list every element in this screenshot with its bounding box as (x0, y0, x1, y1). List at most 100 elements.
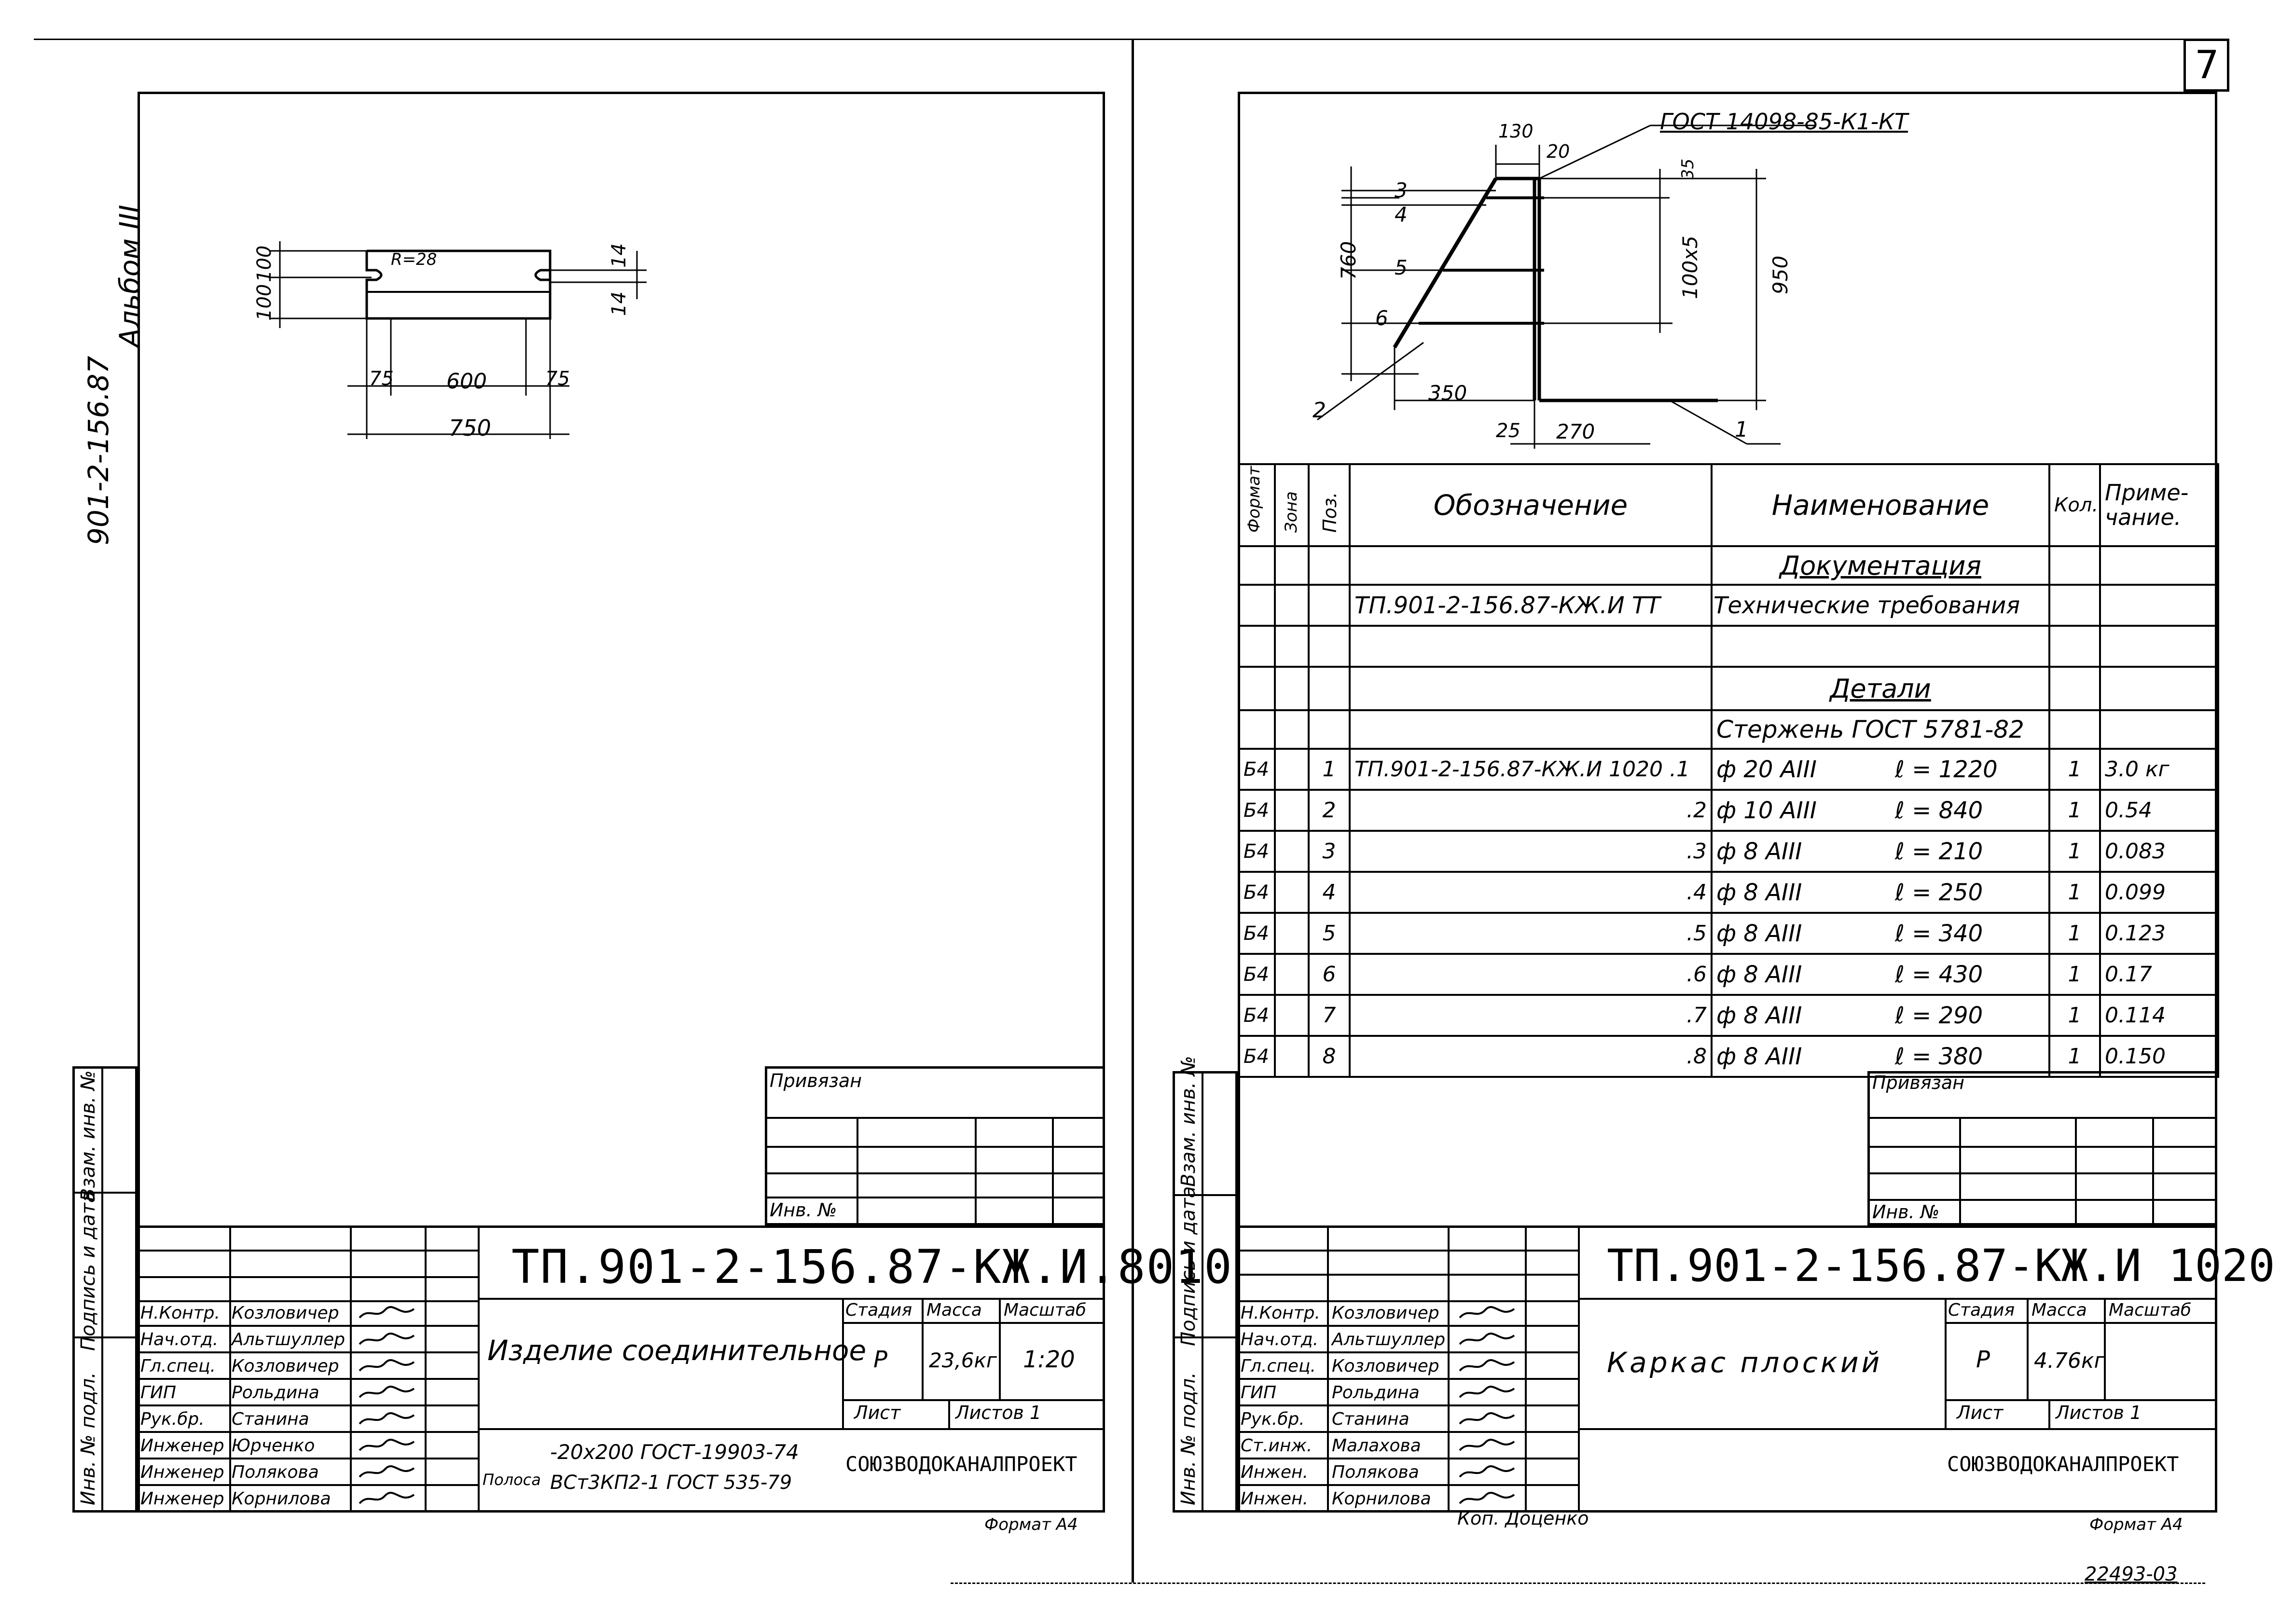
left-stage-label: Стадия (845, 1300, 912, 1320)
staff-role: Инженер (140, 1436, 224, 1456)
spec-cell-length: ℓ = 340 (1895, 920, 1983, 947)
spec-cell-note: 0.114 (2099, 994, 2219, 1037)
signature-icon (1457, 1411, 1520, 1428)
staff-row: Ст.инж.Малахова (1238, 1433, 1578, 1459)
page-number: 7 (2195, 42, 2219, 87)
staff-name: Станина (232, 1409, 309, 1429)
right-mass-label: Масса (2031, 1300, 2087, 1320)
album-label: Альбом III (113, 205, 146, 347)
staff-role: Ст.инж. (1241, 1436, 1313, 1456)
left-part-title: Изделие соединительное (487, 1334, 867, 1367)
spec-cell-zone (1274, 994, 1310, 1037)
left-format: Формат А4 (984, 1515, 1078, 1534)
signature-icon (357, 1332, 420, 1348)
pos-label-4: 4 (1395, 203, 1408, 226)
signature-icon (1457, 1438, 1520, 1454)
staff-name: Козловичер (1332, 1303, 1439, 1323)
signature-icon (357, 1464, 420, 1481)
spec-header-zone: Зона (1274, 463, 1310, 547)
spec-cell-designation: .4 (1349, 871, 1713, 914)
spec-cell-note: 0.150 (2099, 1035, 2219, 1078)
staff-row: Инженер Юрченко (138, 1433, 478, 1459)
spec-cell-zone (1274, 789, 1310, 832)
spec-cell-format: Б4 (1238, 748, 1276, 791)
spec-cell-diameter: ф 20 АIII (1716, 756, 1817, 783)
spec-cell-designation: .3 (1349, 830, 1713, 873)
pos-label-6: 6 (1375, 306, 1388, 330)
spec-cell-designation: .7 (1349, 994, 1713, 1037)
right-privyazan-block (1867, 1071, 2217, 1225)
specification-table: Формат Зона Поз. Обозначение Наименовани… (1238, 463, 2219, 1078)
signature-icon (1457, 1491, 1520, 1507)
right-stage-label: Стадия (1948, 1300, 2015, 1320)
spec-cell-designation: .8 (1349, 1035, 1713, 1078)
spec-cell-pos: 4 (1308, 871, 1351, 914)
right-title-block (1238, 1225, 2217, 1513)
spec-cell-diameter: ф 8 АIII (1716, 879, 1802, 906)
spec-cell-qty: 1 (2048, 994, 2101, 1037)
left-mass-label: Масса (926, 1300, 982, 1320)
staff-name: Полякова (232, 1462, 319, 1482)
spec-cell-format: Б4 (1238, 953, 1276, 996)
signature-icon (357, 1358, 420, 1375)
right-format: Формат А4 (2089, 1515, 2183, 1534)
spec-row-blank (1238, 625, 2219, 668)
left-sheets-label: Листов 1 (955, 1402, 1042, 1423)
spec-cell-pos: 1 (1308, 748, 1351, 791)
archive-number: 22493-03 (2085, 1563, 2178, 1585)
signature-icon (1457, 1385, 1520, 1401)
sheet-divider (1132, 39, 1134, 1583)
staff-role: Инженер (140, 1489, 224, 1509)
staff-name: Альтшуллер (1332, 1330, 1446, 1349)
spec-cell-zone (1274, 1035, 1310, 1078)
staff-name: Юрченко (232, 1436, 315, 1456)
dim-270: 270 (1556, 420, 1595, 443)
spec-header-format: Формат (1238, 463, 1276, 547)
signature-icon (357, 1411, 420, 1428)
spec-cell-designation: .6 (1349, 953, 1713, 996)
staff-row: Инженер Полякова (138, 1459, 478, 1486)
spec-cell-note: 0.54 (2099, 789, 2219, 832)
staff-role: Инженер (140, 1462, 224, 1482)
album-code: 901-2-156.87 (82, 356, 115, 545)
left-side-strip (72, 1066, 138, 1513)
pos-label-1: 1 (1735, 417, 1748, 442)
spec-cell-length: ℓ = 290 (1895, 1002, 1983, 1029)
spec-cell-diameter: ф 8 АIII (1716, 961, 1802, 988)
spec-section-docs: Документация (1711, 545, 2050, 586)
left-part-drawing (270, 241, 647, 439)
left-side-label-vzam: Взам. инв. № (77, 1070, 99, 1201)
staff-row: Рук.бр. Станина (1238, 1406, 1578, 1433)
signature-icon (357, 1438, 420, 1454)
right-organization: СОЮЗВОДОКАНАЛПРОЕКТ (1947, 1452, 2179, 1476)
staff-role: Рук.бр. (1241, 1409, 1305, 1429)
right-designation: ТП.901-2-156.87-КЖ.И 1020 (1607, 1240, 2275, 1292)
spec-cell-length: ℓ = 840 (1895, 797, 1983, 824)
staff-row: Рук.бр.Станина (138, 1406, 478, 1433)
staff-name: Станина (1332, 1409, 1409, 1429)
left-privyazan-label: Привязан (770, 1070, 862, 1091)
spec-cell-length: ℓ = 380 (1895, 1043, 1983, 1070)
dim-75-left: 75 (369, 368, 394, 390)
staff-row: Гл.спец.Козловичер (138, 1353, 478, 1380)
staff-role: Н.Контр. (140, 1303, 220, 1323)
spec-cell-format: Б4 (1238, 1035, 1276, 1078)
left-material-label: Полоса (483, 1471, 541, 1489)
spec-cell-format: Б4 (1238, 994, 1276, 1037)
spec-row-details-section: Детали (1238, 666, 2219, 711)
page-number-box (2183, 39, 2229, 92)
dim-130: 130 (1498, 121, 1534, 142)
staff-row: Н.Контр.Козловичер (1238, 1300, 1578, 1327)
spec-cell-pos: 3 (1308, 830, 1351, 873)
